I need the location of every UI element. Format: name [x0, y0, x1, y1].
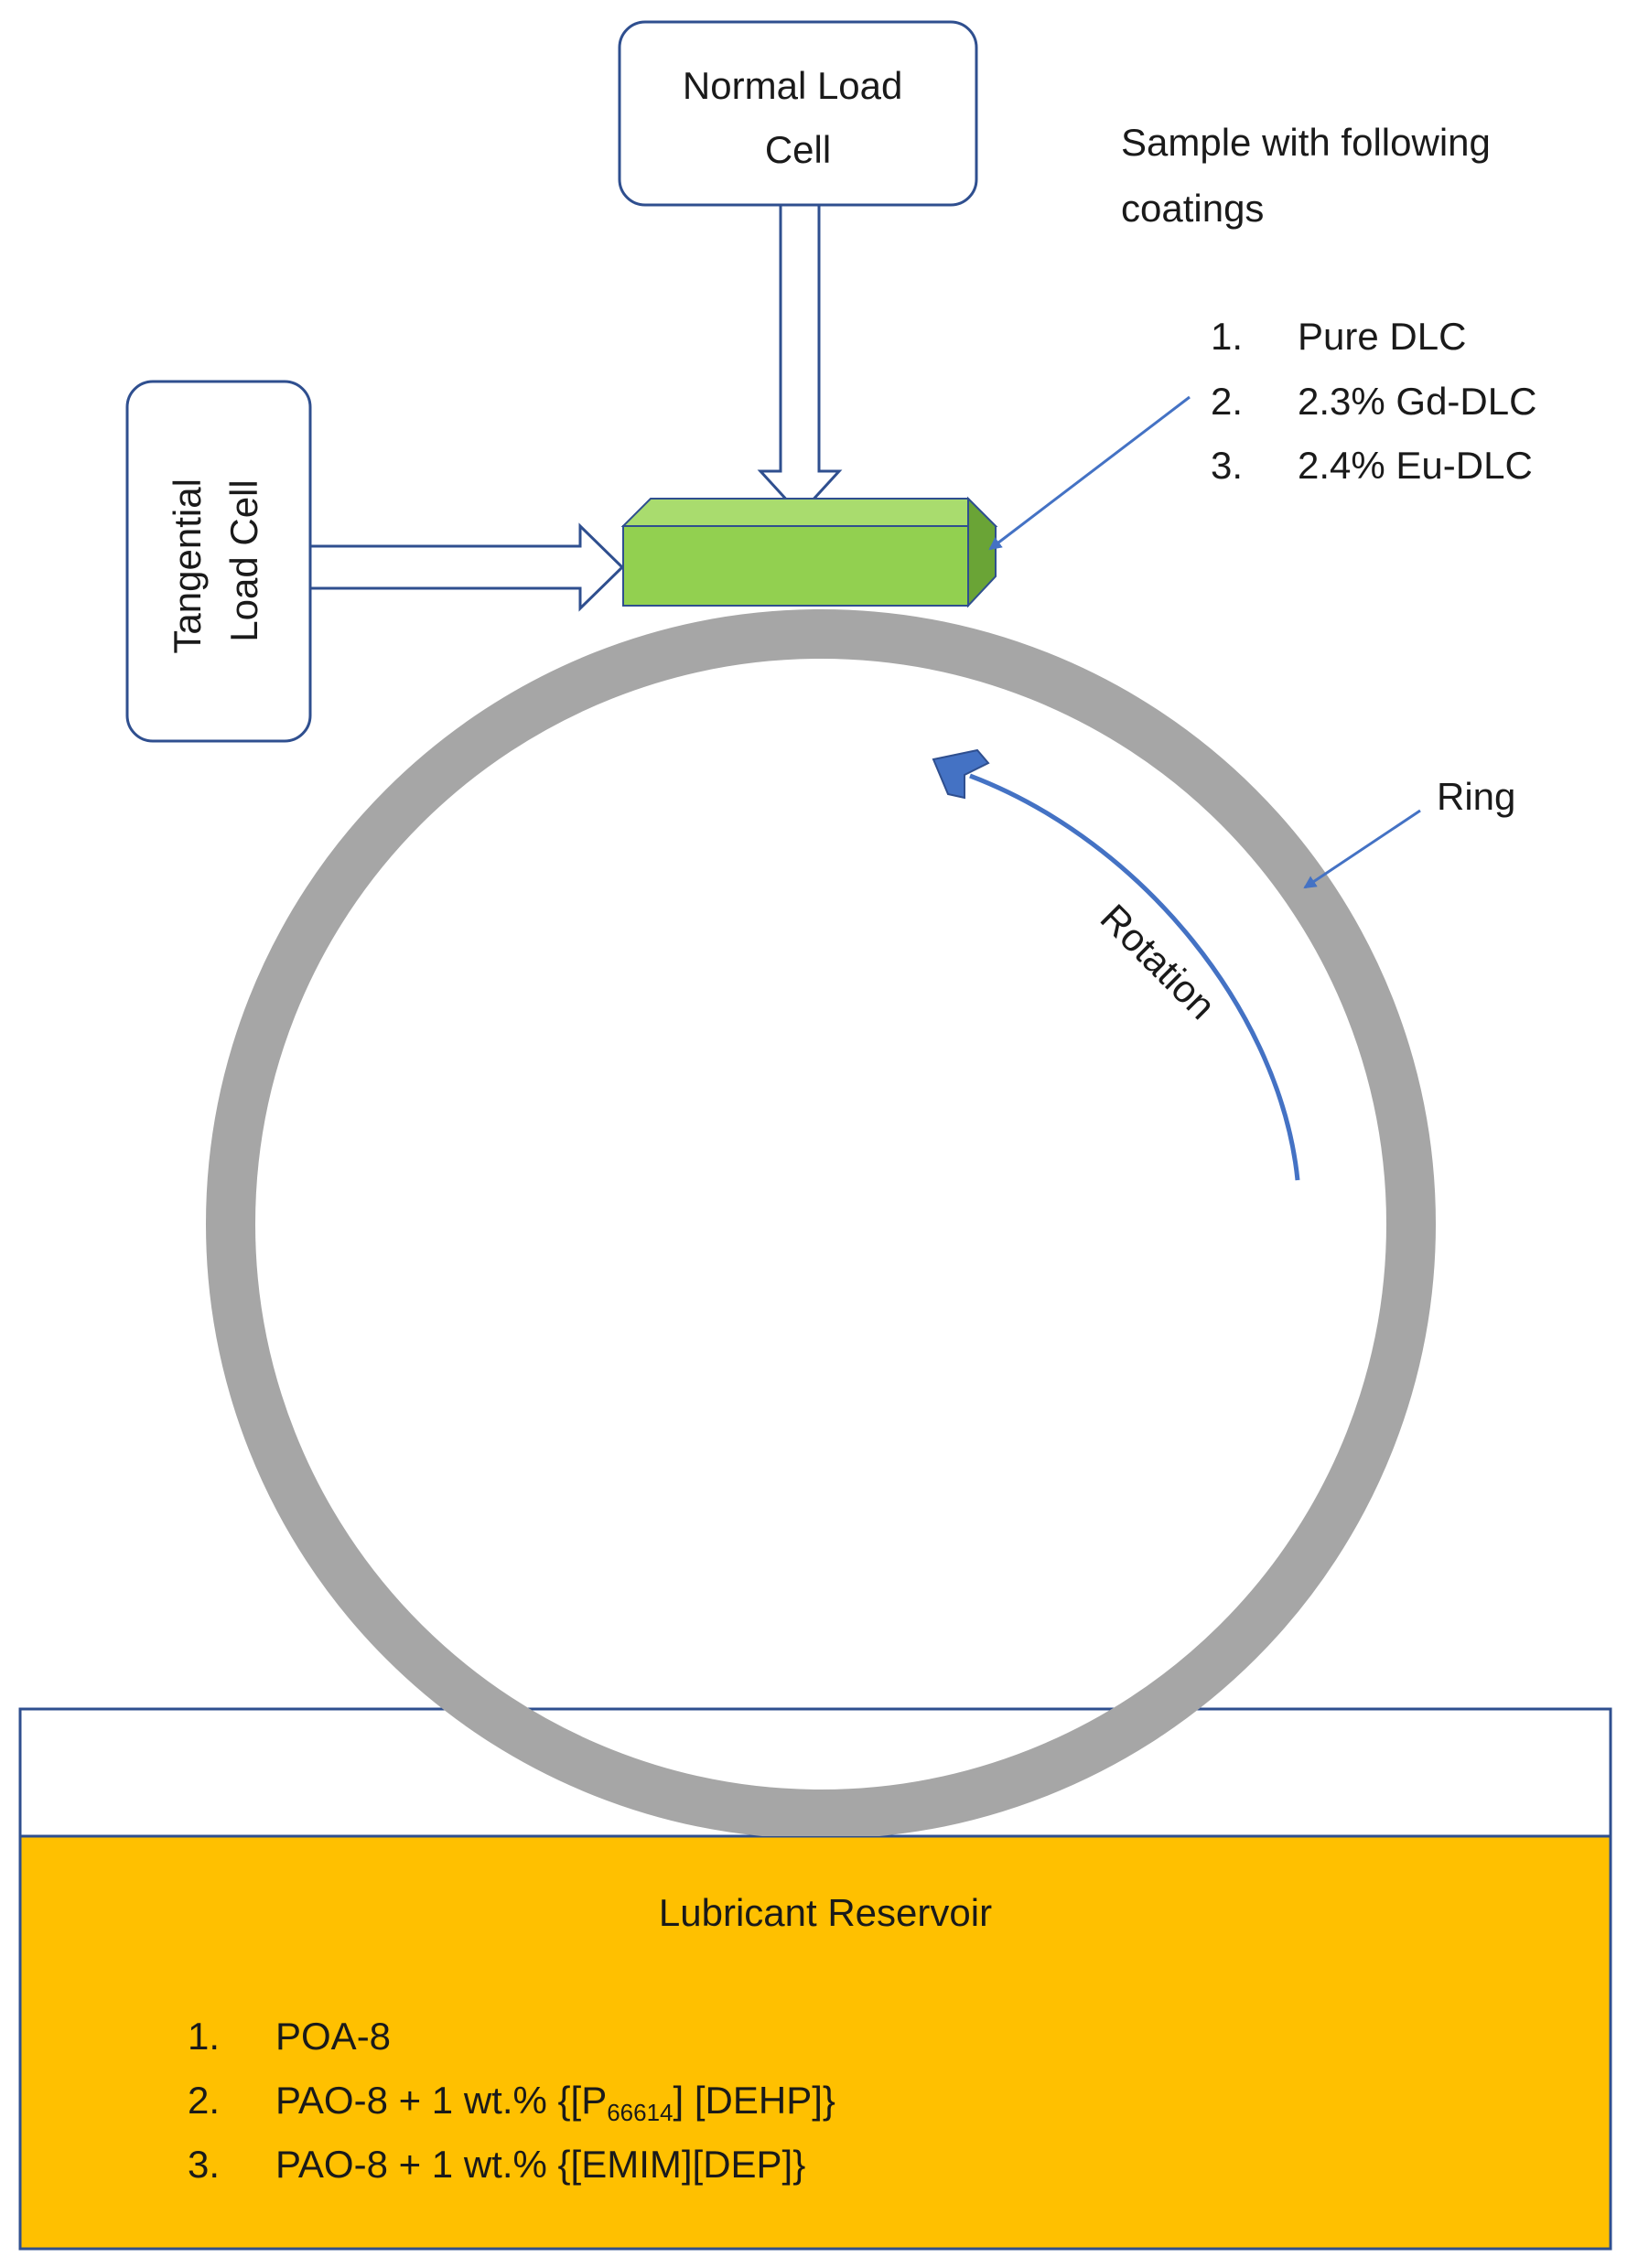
sample-heading-line1: Sample with following	[1121, 121, 1491, 164]
normal-load-arrow	[757, 203, 843, 517]
lubricant-2-num: 2.	[188, 2079, 220, 2122]
lubricant-1-num: 1.	[188, 2015, 220, 2058]
normal-load-cell-line1: Normal Load	[683, 64, 902, 107]
rotation-arrowhead-icon	[932, 748, 990, 800]
coating-2-num: 2.	[1211, 380, 1243, 423]
lubricant-3-num: 3.	[188, 2143, 220, 2186]
ring-label: Ring	[1437, 775, 1515, 818]
sample-heading-line2: coatings	[1121, 187, 1264, 230]
coating-2-text: 2.3% Gd-DLC	[1298, 380, 1536, 423]
coatings-list: 1. Pure DLC 2. 2.3% Gd-DLC 3. 2.4% Eu-DL…	[1211, 315, 1536, 487]
svg-text:Normal Load Cell: Normal Load Cell	[683, 64, 913, 171]
normal-load-cell-line2: Cell	[765, 128, 831, 171]
tangential-load-cell-line1: Tangential	[166, 478, 209, 653]
coating-1-text: Pure DLC	[1298, 315, 1466, 358]
ring-pointer-arrow	[1303, 809, 1421, 889]
ring	[206, 609, 1436, 1836]
svg-text:Tangential Load Cell: Tangential Load Cell	[166, 468, 265, 653]
lubricant-2-text-before: PAO-8 + 1 wt.% {[P	[275, 2079, 607, 2122]
sample-block	[620, 496, 998, 608]
coating-3-num: 3.	[1211, 444, 1243, 487]
lubricant-2-subscript: 66614	[607, 2099, 673, 2126]
tangential-load-cell-line2: Load Cell	[222, 479, 265, 641]
sample-pointer-arrow	[988, 395, 1191, 551]
tangential-load-cell-box	[125, 380, 312, 743]
svg-text:Sample with following coat: Sample with following coatings	[1121, 121, 1502, 230]
lubricant-list: 1. POA-8 2. PAO-8 + 1 wt.% {[P66614] [DE…	[188, 2015, 835, 2186]
rotation-label: Rotation	[1093, 896, 1224, 1027]
coating-1-num: 1.	[1211, 315, 1243, 358]
lubricant-2-text: PAO-8 + 1 wt.% {[P66614] [DEHP]}	[275, 2079, 835, 2126]
reservoir-title: Lubricant Reservoir	[659, 1891, 992, 1934]
lubricant-2-text-after: ] [DEHP]}	[674, 2079, 835, 2122]
normal-load-cell-box	[618, 20, 978, 207]
rotation-arrow	[969, 773, 1300, 1181]
lubricant-1-text: POA-8	[275, 2015, 391, 2058]
coating-3-text: 2.4% Eu-DLC	[1298, 444, 1533, 487]
tangential-load-arrow	[308, 522, 625, 612]
lubricant-fill	[18, 1834, 1612, 2251]
lubricant-3-text: PAO-8 + 1 wt.% {[EMIM][DEP]}	[275, 2143, 805, 2186]
